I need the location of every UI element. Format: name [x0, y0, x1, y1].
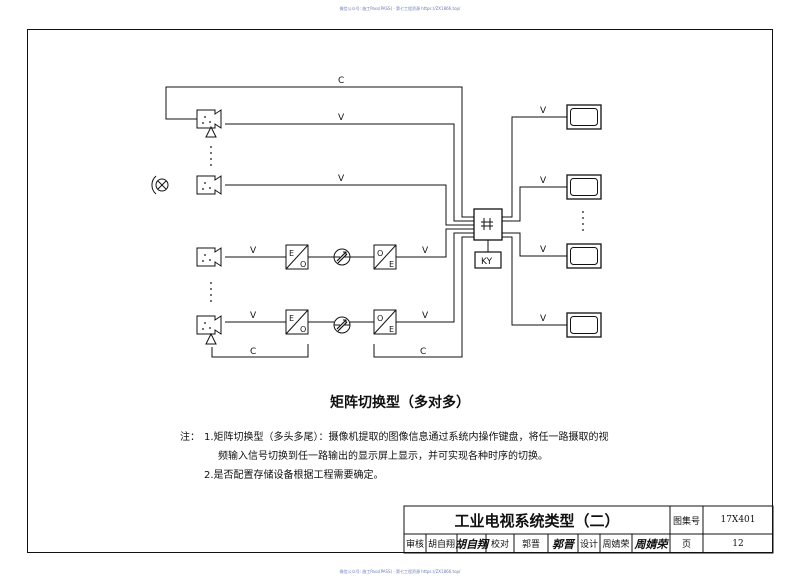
label-v-cam4b: V — [422, 311, 429, 321]
camera-icon — [196, 109, 222, 129]
video-line-cam2 — [225, 184, 474, 226]
label-v-cam3b: V — [422, 246, 429, 256]
label-c-top: C — [338, 76, 344, 86]
label-c-bottom-right: C — [420, 347, 426, 357]
pan-tilt-icon — [205, 332, 217, 345]
conv-label: O — [377, 249, 383, 258]
label-v-cam4: V — [250, 311, 257, 321]
camera-icon — [196, 175, 222, 195]
designer-name: 周婧荣 — [602, 540, 630, 550]
conv-label: O — [300, 260, 306, 269]
lamp-icon — [151, 175, 169, 195]
output-line-4 — [502, 236, 567, 326]
check-label: 校对 — [490, 540, 509, 550]
page-number: 12 — [732, 538, 744, 549]
label-v-out3: V — [540, 245, 547, 255]
page-label: 页 — [681, 540, 691, 550]
label-v-out4: V — [540, 314, 547, 324]
conv-label: E — [389, 260, 394, 269]
notes-heading: 注： — [180, 432, 200, 443]
reviewer-name: 胡自翔 — [427, 540, 455, 550]
diagram-caption: 矩阵切换型（多对多） — [330, 395, 470, 411]
output-line-3 — [502, 232, 567, 257]
monitor-icon — [566, 312, 602, 338]
checker-name: 郭晋 — [521, 540, 540, 550]
atlas-number: 17X401 — [720, 515, 756, 525]
atlas-label: 图集号 — [672, 516, 700, 527]
monitor-icon — [566, 104, 602, 130]
matrix-switcher-icon — [473, 208, 503, 241]
monitor-icon — [566, 174, 602, 200]
conv-label: E — [289, 249, 294, 258]
note-1-line-1: 1.矩阵切换型（多头多尾）：摄像机提取的图像信息通过系统内操作键盘，将任一路摄取… — [204, 432, 609, 443]
video-line-cam3 — [396, 228, 474, 258]
conv-label: E — [289, 314, 294, 323]
control-line-bottom — [373, 236, 474, 358]
monitor-icon — [566, 243, 602, 269]
drawing-frame — [27, 29, 773, 553]
fiber-link-icon — [333, 316, 351, 334]
review-label: 审核 — [405, 540, 424, 550]
checker-signature: 郭晋 — [552, 537, 574, 551]
camera-icon — [196, 315, 222, 335]
keyboard-box — [474, 251, 502, 269]
note-1-line-2: 频输入信号切换到任一路输出的显示屏上显示，并可实现各种时序的切换。 — [218, 451, 548, 462]
label-v-out1: V — [540, 106, 547, 116]
conv-label: E — [389, 325, 394, 334]
camera-icon — [196, 247, 222, 267]
watermark-top: 微信公众号: 施工Pass(PASS) · 第七工程资源 https://ZX1… — [339, 6, 461, 11]
control-line-top — [165, 86, 474, 218]
fiber-link-icon — [333, 248, 351, 266]
label-v-out2: V — [540, 176, 547, 186]
label-v-cam2: V — [338, 174, 345, 184]
video-line-cam1 — [225, 123, 474, 222]
design-label: 设计 — [579, 540, 598, 550]
designer-signature: 周婧荣 — [634, 537, 668, 551]
watermark-bottom: 微信公众号: 施工Pass(PASS) · 第七工程资源 https://ZX1… — [339, 569, 461, 574]
label-v-cam3: V — [250, 246, 257, 256]
note-2: 2.是否配置存储设备根据工程需要确定。 — [204, 470, 384, 481]
keyboard-label: KY — [481, 257, 493, 267]
label-v-cam1: V — [338, 113, 345, 123]
conv-label: O — [377, 314, 383, 323]
output-line-2 — [502, 186, 567, 222]
conv-label: O — [300, 325, 306, 334]
output-line-1 — [502, 116, 567, 218]
pan-tilt-icon — [205, 125, 217, 138]
title-block-title: 工业电视系统类型（二） — [454, 511, 620, 530]
label-c-bottom-left: C — [250, 347, 256, 357]
reviewer-signature: 胡自翔 — [455, 537, 488, 551]
video-line-cam4 — [396, 232, 474, 323]
